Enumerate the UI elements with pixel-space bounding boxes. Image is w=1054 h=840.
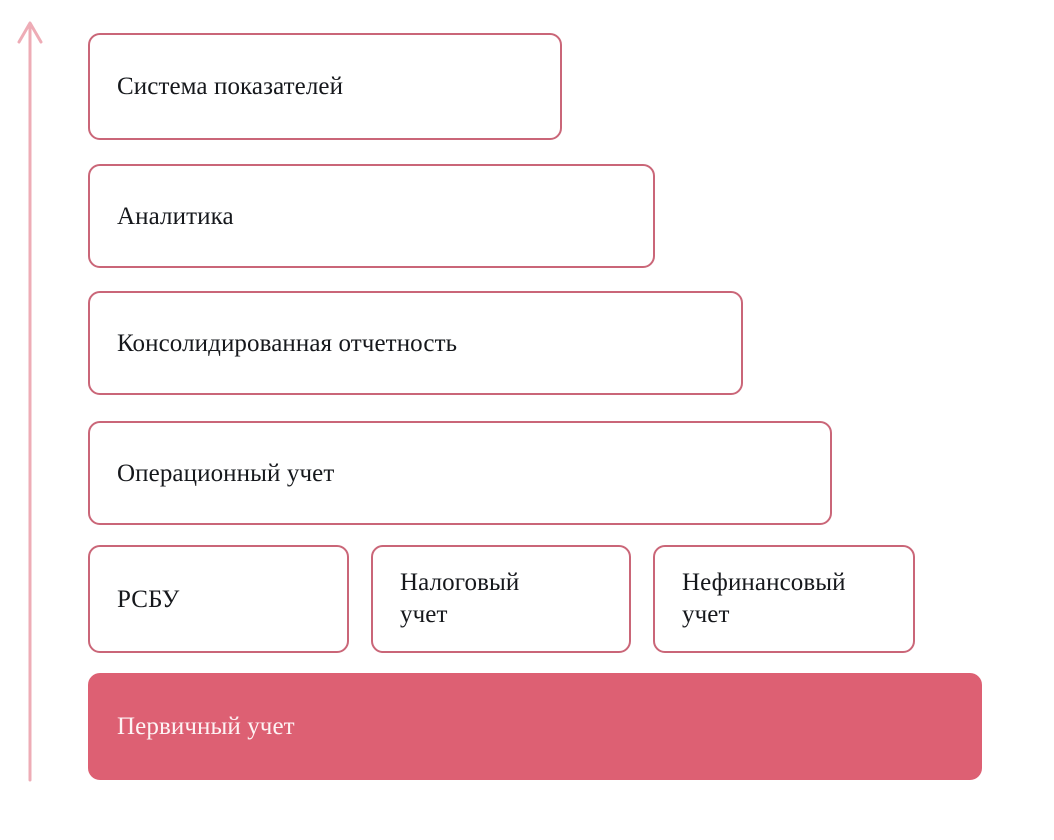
level-label-operational-accounting: Операционный учет [117, 459, 335, 487]
level-label-primary-accounting: Первичный учет [117, 713, 295, 740]
level-box-rsbu[interactable]: РСБУ [88, 545, 349, 653]
level-box-operational-accounting[interactable]: Операционный учет [88, 421, 832, 525]
level-box-tax-accounting[interactable]: Налоговый учет [371, 545, 631, 653]
level-box-analytics[interactable]: Аналитика [88, 164, 655, 268]
level-box-nonfinancial-accounting[interactable]: Нефинансовый учет [653, 545, 915, 653]
level-box-consolidated-reporting[interactable]: Консолидированная отчетность [88, 291, 743, 395]
level-label-consolidated-reporting: Консолидированная отчетность [117, 329, 458, 357]
level-label-tax-accounting: Налоговый учет [400, 569, 520, 628]
level-label-system: Система показателей [117, 73, 344, 100]
level-label-analytics: Аналитика [117, 202, 234, 230]
level-label-nonfinancial-accounting: Нефинансовый учет [682, 569, 846, 628]
level-box-primary-accounting[interactable]: Первичный учет [88, 673, 982, 780]
up-arrow-icon [14, 14, 46, 784]
level-box-system[interactable]: Система показателей [88, 33, 562, 140]
level-label-rsbu: РСБУ [117, 585, 180, 613]
